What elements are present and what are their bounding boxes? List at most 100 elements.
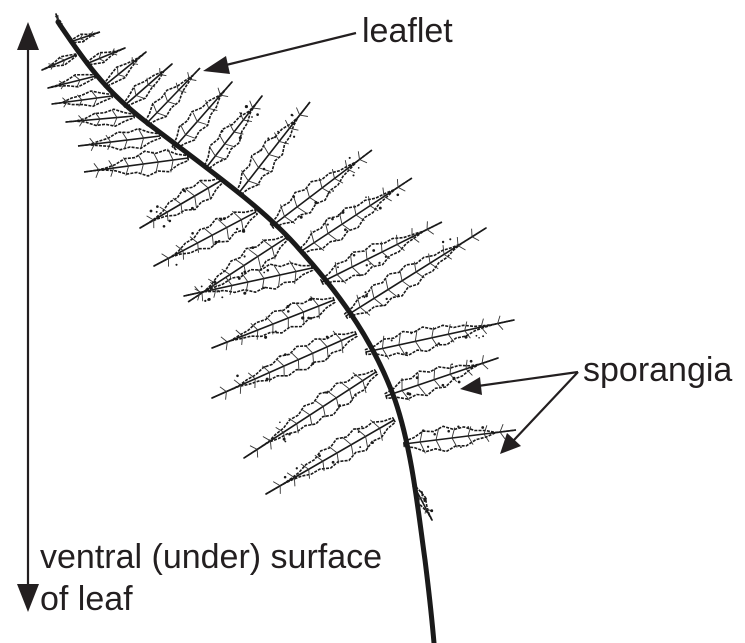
leaflet-shape: [140, 178, 223, 228]
sporangium-dot: [464, 336, 467, 339]
sporangium-dot: [264, 336, 267, 339]
sporangium-dot: [244, 255, 246, 257]
sporangium-dot: [442, 241, 444, 243]
sporangium-dot: [301, 316, 304, 319]
sporangium-dot: [221, 159, 223, 161]
sporangium-dot: [358, 431, 360, 433]
sporangium-dot: [359, 446, 361, 448]
sporangium-dot: [263, 168, 266, 171]
sporangium-dot: [267, 269, 270, 272]
leaflet-vein: [162, 254, 169, 259]
leaflet-vein: [300, 115, 308, 116]
sporangium-dot: [201, 285, 203, 287]
leaflet-vein: [500, 432, 505, 439]
leaflet-vein: [294, 478, 295, 487]
leaflet-arrow-head: [203, 56, 230, 74]
length-arrow: [17, 22, 39, 612]
sporangium-dot: [421, 494, 423, 496]
sporangium-dot: [163, 225, 166, 228]
leaflet-vein: [384, 197, 392, 202]
sporangium-dot: [242, 230, 245, 233]
leaflet-vein: [319, 306, 320, 319]
sporangium-dot: [307, 317, 310, 320]
sporangium-dot: [438, 342, 440, 344]
sporangium-dot: [251, 246, 254, 249]
leaflet-vein: [250, 446, 257, 450]
sporangium-dot: [274, 136, 276, 138]
sporangium-dot: [331, 218, 334, 221]
leaflet-vein: [147, 216, 154, 220]
leaflet-shape: [52, 91, 112, 107]
leaflet-shape: [404, 424, 516, 453]
leaflet-vein: [482, 363, 488, 369]
sporangium-dot: [293, 196, 295, 198]
leaflet-shape: [84, 149, 188, 178]
sporangium-dot: [470, 360, 473, 363]
sporangium-dot: [332, 461, 335, 464]
sporangium-dot: [364, 296, 366, 298]
sporangium-dot: [263, 287, 265, 289]
sporangium-dot: [430, 509, 433, 512]
sporangium-dot: [460, 446, 462, 448]
sporangium-dot: [259, 150, 261, 152]
sporangium-dot: [236, 375, 239, 378]
sporangium-dot: [467, 426, 469, 428]
sporangium-dot: [284, 476, 287, 479]
sporangium-dot: [338, 214, 340, 216]
sporangium-dot: [256, 113, 259, 116]
leaflet-vein: [253, 108, 261, 109]
sporangium-dot: [240, 112, 242, 114]
sporangium-dot: [405, 352, 408, 355]
sporangium-dot: [226, 148, 228, 150]
leaflet-outline: [66, 109, 134, 126]
leaflet-leader-line: [222, 33, 356, 66]
sporangium-dot: [408, 393, 411, 396]
sporangium-dot: [218, 291, 220, 293]
sporangium-dot: [325, 391, 327, 393]
sporangia-leader-upper: [478, 372, 578, 386]
sporangium-dot: [451, 363, 453, 365]
sporangium-dot: [369, 263, 371, 265]
sporangium-dot: [457, 426, 459, 428]
leaflet-shape: [78, 129, 160, 151]
sporangium-dot: [358, 167, 360, 169]
sporangium-dot: [416, 376, 419, 379]
sporangium-dot: [361, 426, 363, 428]
sporangium-dot: [371, 441, 374, 444]
sporangium-dot: [478, 337, 480, 339]
sporangia-label: sporangia: [583, 351, 732, 389]
leaflet-callout: leaflet: [203, 12, 453, 74]
leaflet-vein: [234, 380, 241, 385]
sporangium-dot: [327, 193, 329, 195]
leaflet-shape: [366, 316, 515, 360]
sporangium-dot: [427, 446, 429, 448]
sporangium-dot: [396, 193, 399, 196]
sporangium-dot: [266, 378, 269, 381]
sporangium-dot: [213, 281, 216, 284]
leaflet-vein: [397, 179, 398, 187]
sporangium-dot: [287, 310, 290, 313]
leaflet-shape: [70, 32, 100, 43]
sporangium-dot: [378, 262, 380, 264]
leaflet-vein: [427, 230, 434, 235]
sporangium-dot: [365, 295, 368, 298]
sporangium-dot: [355, 395, 357, 397]
leaflet-vein: [500, 424, 503, 432]
sporangium-dot: [420, 491, 422, 493]
leaflet-shape: [48, 75, 96, 89]
sporangium-dot: [352, 174, 354, 176]
leaflet-midrib: [70, 32, 100, 42]
leaflet-shape: [42, 54, 76, 70]
leaflet-vein: [296, 108, 299, 116]
sporangium-dot: [365, 196, 367, 198]
sporangium-dot: [191, 207, 194, 210]
sporangium-dot: [279, 356, 281, 358]
leaflet-vein: [263, 437, 271, 441]
leaflet-vein: [472, 237, 479, 241]
sporangium-dot: [422, 429, 424, 431]
sporangium-dot: [300, 216, 303, 219]
leaflet-vein: [202, 293, 203, 301]
leaflet-vein: [218, 88, 220, 96]
sporangium-dot: [168, 220, 171, 223]
sporangium-dot: [416, 495, 419, 498]
